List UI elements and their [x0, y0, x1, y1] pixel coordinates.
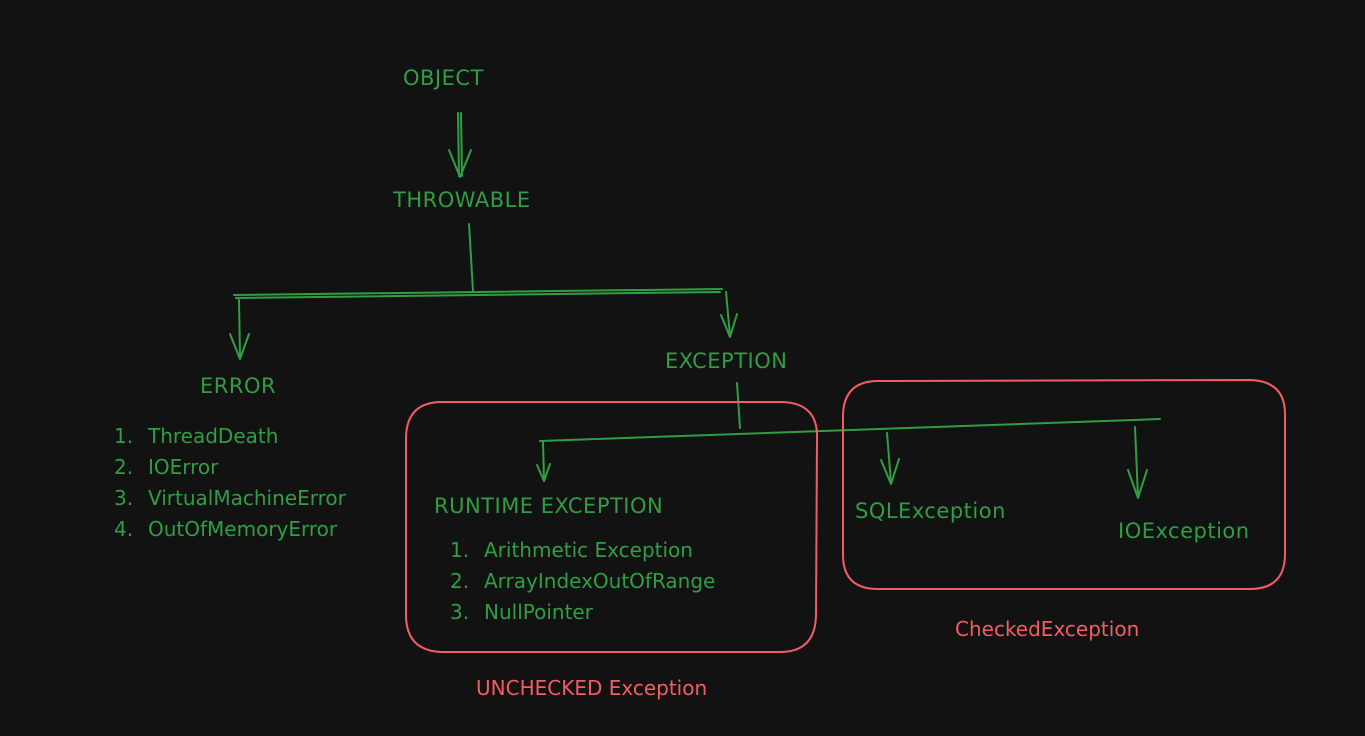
arrow-to-runtime-exception [536, 441, 551, 482]
arrow-to-sql-exception [880, 432, 900, 485]
arrow-to-exception [720, 291, 738, 338]
error-node: ERROR [200, 374, 277, 398]
runtime-subtypes-list: 1. Arithmetic Exception 2. ArrayIndexOutOf… [450, 535, 715, 628]
exception-branch-line [539, 418, 1161, 442]
io-exception-node: IOException [1118, 519, 1250, 543]
list-item: 3. VirtualMachineError [114, 483, 346, 514]
list-item-number: 2. [450, 569, 470, 593]
list-item-number: 1. [114, 424, 134, 448]
list-item: 1. Arithmetic Exception [450, 535, 715, 566]
runtime-exception-node: RUNTIME EXCEPTION [434, 494, 664, 518]
throwable-node: THROWABLE [393, 188, 531, 212]
list-item-text: VirtualMachineError [148, 486, 346, 510]
list-item-number: 2. [114, 455, 134, 479]
object-node: OBJECT [403, 66, 484, 90]
list-item: 1. ThreadDeath [114, 421, 346, 452]
exception-stem-line [736, 382, 741, 429]
list-item-text: NullPointer [484, 600, 593, 624]
throwable-stem-line [468, 223, 474, 292]
checked-group-label: CheckedException [955, 617, 1140, 641]
list-item-text: IOError [148, 455, 219, 479]
list-item-text: Arithmetic Exception [484, 538, 693, 562]
arrow-to-error [229, 299, 250, 360]
checked-group-outline [842, 379, 1286, 590]
list-item-number: 3. [114, 486, 134, 510]
object-to-throwable-arrow [448, 112, 472, 178]
list-item-number: 4. [114, 517, 134, 541]
unchecked-group-outline [405, 401, 819, 653]
throwable-branch-line [233, 288, 723, 299]
list-item: 2. IOError [114, 452, 346, 483]
arrow-to-io-exception [1127, 426, 1148, 499]
list-item-number: 1. [450, 538, 470, 562]
unchecked-group-label: UNCHECKED Exception [476, 676, 708, 700]
list-item-text: ArrayIndexOutOfRange [484, 569, 716, 593]
list-item: 4. OutOfMemoryError [114, 514, 346, 545]
list-item: 3. NullPointer [450, 597, 715, 628]
list-item: 2. ArrayIndexOutOfRange [450, 566, 715, 597]
exception-node: EXCEPTION [665, 349, 788, 373]
list-item-number: 3. [450, 600, 470, 624]
list-item-text: OutOfMemoryError [148, 517, 338, 541]
error-subtypes-list: 1. ThreadDeath 2. IOError 3. VirtualMachine… [114, 421, 346, 545]
sql-exception-node: SQLException [855, 499, 1006, 523]
list-item-text: ThreadDeath [148, 424, 279, 448]
